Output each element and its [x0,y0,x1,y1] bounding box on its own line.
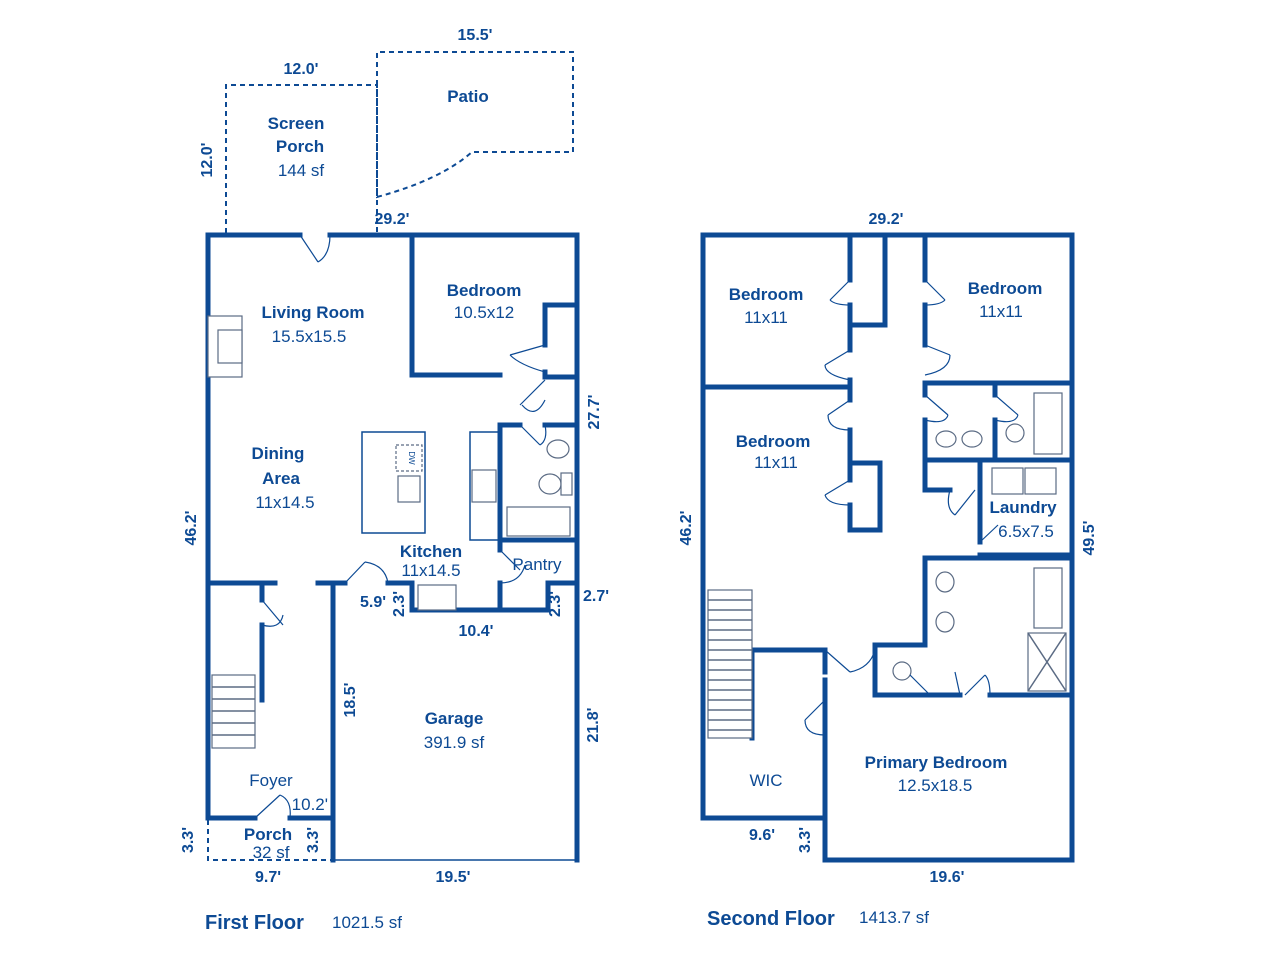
room-size: 6.5x7.5 [998,522,1054,541]
dishwasher-label: DW [407,451,416,465]
floor-title: Second Floor [707,908,835,930]
dimension-label: 5.9' [360,594,386,611]
toilet-tank-icon [560,472,573,496]
room-name: Porch [244,825,292,844]
dimension-label: 15.5' [458,27,493,44]
bathtub-icon [1033,567,1063,629]
staircase [707,589,753,739]
porch-outline [207,820,333,861]
room-size: 11x11 [744,308,788,327]
dimension-label: 12.0' [199,143,216,178]
dimension-label: 2.3' [391,591,408,617]
room-name: Garage [425,709,484,728]
kitchen-counter [469,431,501,541]
room-name: Area [262,469,300,488]
room-size: 12.5x18.5 [898,776,973,795]
room-name: Primary Bedroom [865,753,1008,772]
dimension-label: 46.2' [678,511,695,546]
room-size: 144 sf [278,161,325,180]
sink-icon [935,430,957,448]
dimension-label: 29.2' [869,211,904,228]
toilet-icon [892,661,912,681]
sink-icon [935,571,955,593]
dimension-label: 3.3' [305,827,322,853]
sink-icon [546,439,570,459]
exterior-wall [700,232,1075,863]
toilet-icon [1005,423,1025,443]
dimension-label: 2.3' [547,591,564,617]
dimension-label: 27.7' [586,395,603,430]
room-size: 11x11 [979,302,1023,321]
room-name: Porch [276,137,324,156]
sink-icon [961,430,983,448]
dimension-label: 19.5' [436,869,471,886]
room-name: Kitchen [400,542,462,561]
dimension-label: 46.2' [183,511,200,546]
dishwasher [395,444,423,472]
room-name: Bedroom [968,279,1043,298]
floor-title: First Floor [205,912,304,934]
room-size: 32 sf [253,843,290,862]
room-name: Bedroom [729,285,804,304]
dimension-label: 12.0' [284,61,319,78]
room-name: Bedroom [736,432,811,451]
dimension-label: 3.3' [797,827,814,853]
toilet-icon [538,473,562,495]
room-name: Laundry [989,498,1057,517]
room-size: 11x14.5 [255,493,314,512]
bathtub-icon [1033,392,1063,455]
second-floor: 29.2' Bedroom 11x11 Bedroom 11x11 Bedroo… [678,211,1098,930]
dimension-label: 49.5' [1081,521,1098,556]
sink-icon [397,475,421,503]
room-name: Living Room [262,303,365,322]
dimension-label: 29.2' [375,211,410,228]
room-size: 11x14.5 [401,561,460,580]
dimension-label: 3.3' [180,827,197,853]
room-name: Screen [268,114,325,133]
room-name: Foyer [249,771,293,790]
washer-icon [991,467,1024,495]
shower-icon [1027,632,1067,692]
dimension-label: 10.4' [459,623,494,640]
staircase [211,674,256,749]
dimension-label: 21.8' [585,708,602,743]
room-size: 10.5x12 [454,303,515,322]
dimension-label: 18.5' [342,683,359,718]
door-swings [254,234,547,819]
room-name: Patio [447,87,489,106]
room-size: 11x11 [754,453,798,472]
range-icon [471,469,497,503]
dryer-icon [1024,467,1057,495]
sink-icon [935,611,955,633]
exterior-wall [205,232,580,863]
room-name: WIC [749,771,782,790]
floor-area: 1021.5 sf [332,913,402,932]
floor-area: 1413.7 sf [859,908,929,927]
door-swings [804,279,1019,736]
dimension-label: 9.7' [255,869,281,886]
dimension-label: 19.6' [930,869,965,886]
room-name: Bedroom [447,281,522,300]
room-size: 15.5x15.5 [272,327,347,346]
room-name: Pantry [512,555,562,574]
dimension-label: 9.6' [749,827,775,844]
screen-porch-outline [225,84,378,233]
patio-outline [376,51,574,199]
bathtub-icon [506,506,571,537]
fireplace-hearth [217,329,243,364]
kitchen-island [361,431,426,534]
room-name: Dining [252,444,305,463]
dimension-label: 2.7' [583,588,609,605]
room-size: 391.9 sf [424,733,485,752]
first-floor: DW 12.0' 15.5' 12.0' Screen Porch 144 sf… [180,27,609,934]
kitchen-sink-counter [417,584,457,611]
dimension-label: 10.2' [292,795,328,814]
